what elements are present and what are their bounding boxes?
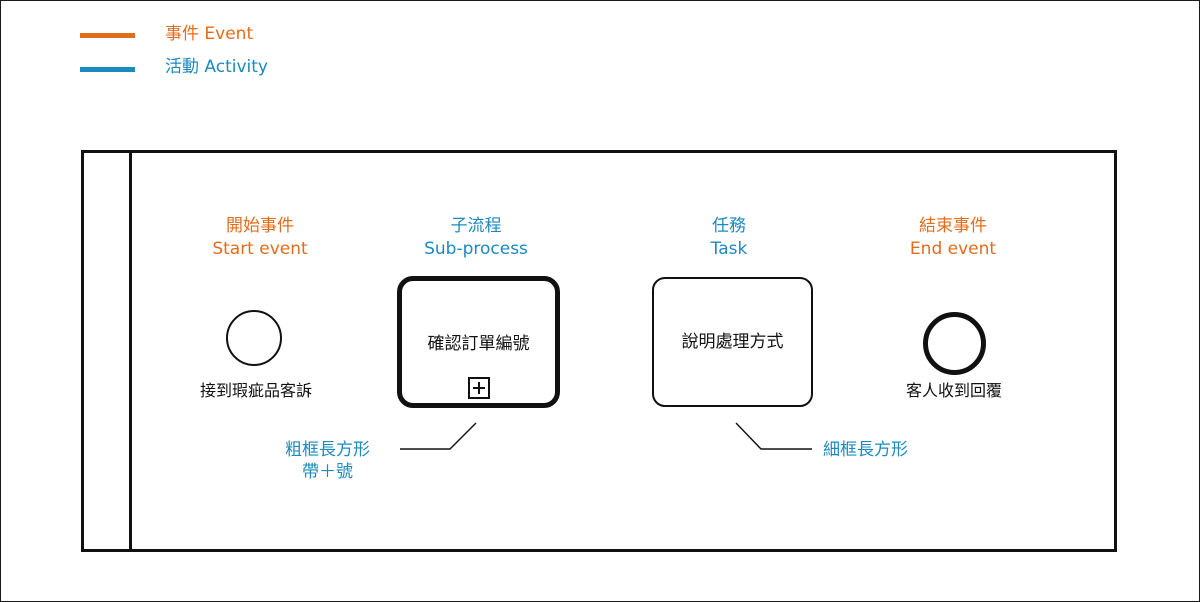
legend-activity-swatch xyxy=(80,67,135,72)
subprocess-leader-line xyxy=(400,422,477,450)
start-event-type-en: Start event xyxy=(212,239,308,259)
start-event-caption: 接到瑕疵品客訴 xyxy=(199,381,313,400)
end-event-caption: 客人收到回覆 xyxy=(905,381,1003,400)
subprocess-text: 確認訂單編號 xyxy=(427,334,530,354)
subprocess-type-en: Sub-process xyxy=(424,239,528,259)
pool-lane-divider xyxy=(129,153,132,549)
end-event-circle[interactable] xyxy=(923,312,986,375)
subprocess-annotation: 粗框長方形 帶＋號 xyxy=(285,439,370,483)
subprocess-annotation-line1: 粗框長方形 xyxy=(285,440,370,460)
plus-icon[interactable] xyxy=(468,377,490,399)
subprocess-box[interactable]: 確認訂單編號 xyxy=(397,276,560,408)
end-event-type-en: End event xyxy=(909,239,997,259)
subprocess-type-zh: 子流程 xyxy=(450,216,502,236)
end-event-type-label: 結束事件 End event xyxy=(910,215,996,261)
end-event-type-zh: 結束事件 xyxy=(918,216,987,236)
task-leader-line xyxy=(735,422,812,450)
task-box[interactable]: 說明處理方式 xyxy=(652,277,813,407)
legend-event-label: 事件 Event xyxy=(165,24,254,44)
start-event-type-label: 開始事件 Start event xyxy=(212,215,307,261)
pool xyxy=(81,150,1117,552)
task-text: 說明處理方式 xyxy=(681,332,784,352)
subprocess-type-label: 子流程 Sub-process xyxy=(424,215,528,261)
task-annotation: 細框長方形 xyxy=(823,440,908,460)
task-type-zh: 任務 xyxy=(711,216,746,236)
subprocess-annotation-line2: 帶＋號 xyxy=(302,462,353,482)
legend-activity-label: 活動 Activity xyxy=(165,57,268,77)
start-event-type-zh: 開始事件 xyxy=(225,216,294,236)
start-event-circle[interactable] xyxy=(226,310,282,366)
legend-event-swatch xyxy=(80,33,135,38)
task-type-label: 任務 Task xyxy=(711,215,748,261)
task-type-en: Task xyxy=(710,239,748,259)
